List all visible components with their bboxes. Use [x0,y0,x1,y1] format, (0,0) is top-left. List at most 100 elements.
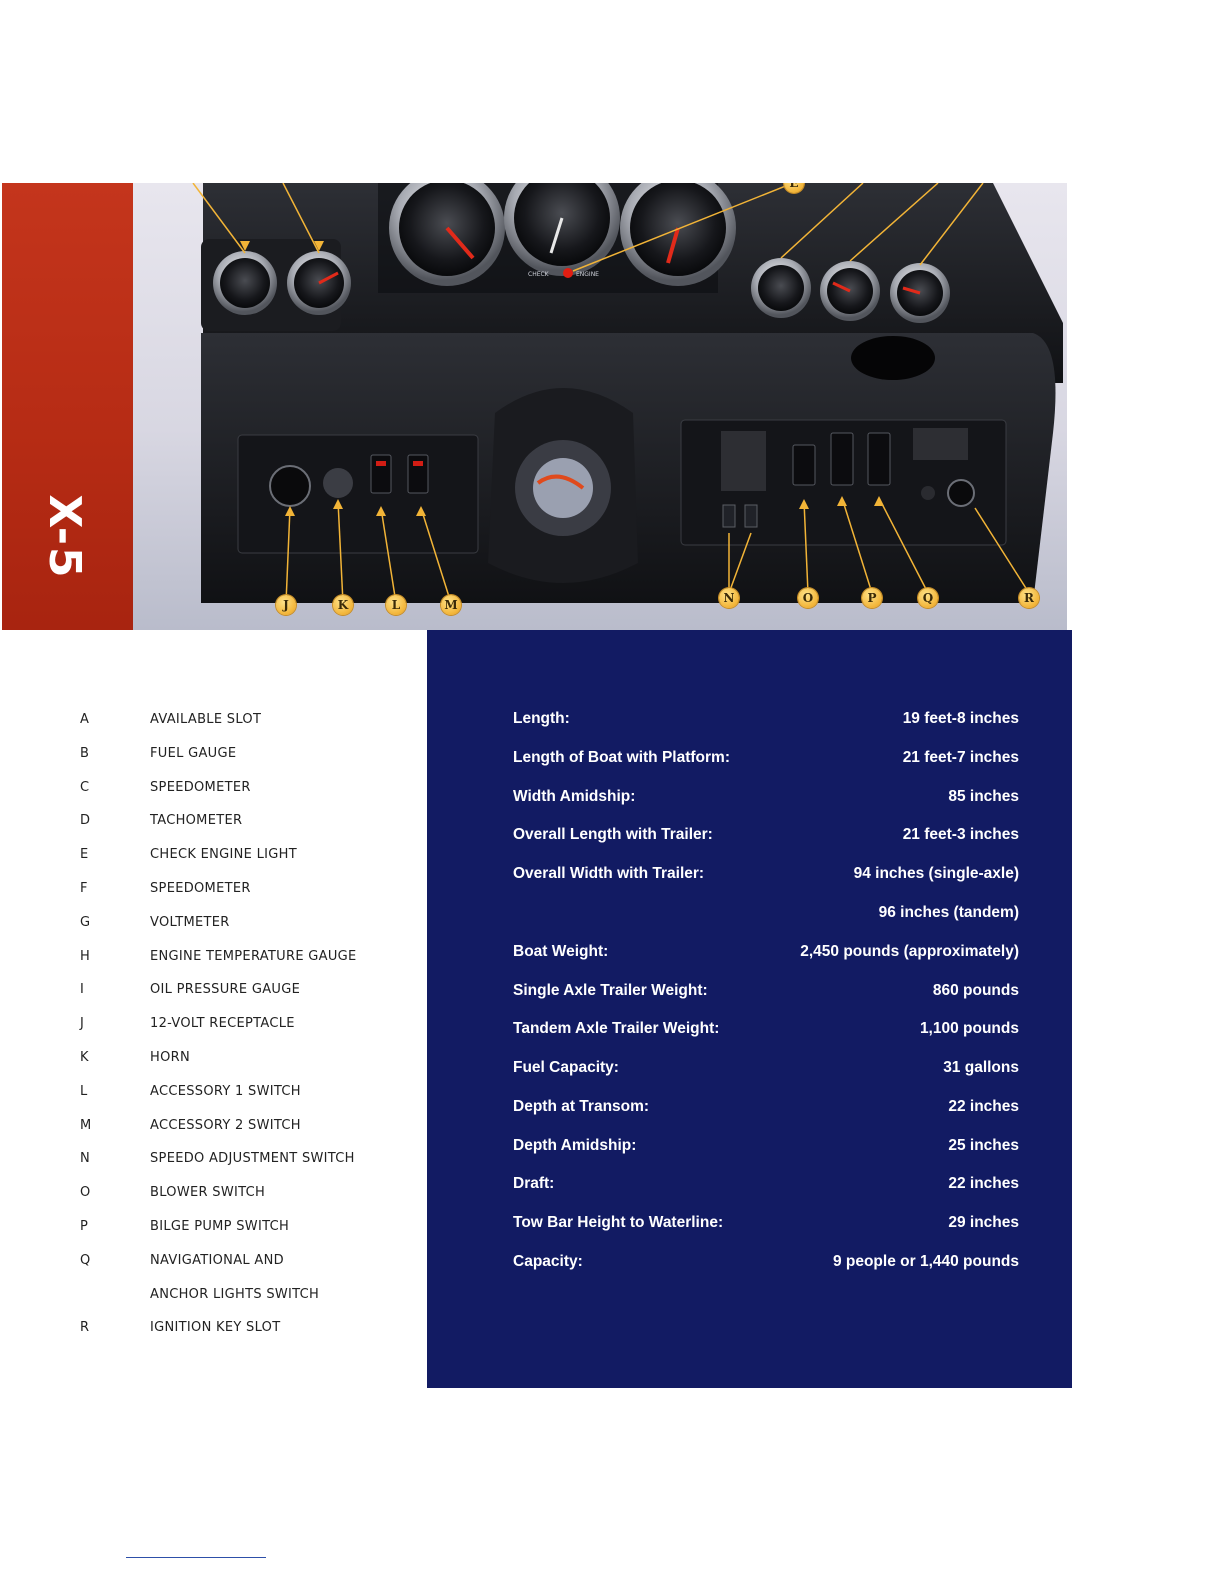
legend-row: L ACCESSORY 1 SWITCH [70,1080,420,1114]
spec-row: Depth at Transom: 22 inches [513,1098,1019,1128]
legend-letter: A [80,712,90,727]
legend-desc: OIL PRESSURE GAUGE [150,982,301,998]
legend-desc: TACHOMETER [150,813,243,829]
callout-arrowheads [240,241,884,516]
legend-row: J 12-VOLT RECEPTACLE [70,1012,420,1046]
legend-row: G VOLTMETER [70,911,420,945]
spec-label: Overall Length with Trailer: [513,826,713,843]
spec-row: Depth Amidship:25 inches [513,1137,1019,1167]
spec-value: 22 inches [948,1098,1019,1115]
legend-letter: I [80,982,85,998]
gauge-a [213,251,277,315]
legend-desc: FUEL GAUGE [150,745,237,761]
legend-desc: SPEEDO ADJUSTMENT SWITCH [150,1151,355,1167]
spec-row: Tow Bar Height to Waterline:29 inches [513,1214,1019,1244]
spec-row: Overall Width with Trailer: 94 inches (si… [513,865,1019,895]
spec-label: Depth at Transom: [513,1098,650,1115]
spec-value: 31 gallons [943,1059,1019,1076]
legend-row: M ACCESSORY 2 SWITCH [70,1114,420,1148]
legend-desc: 12-VOLT RECEPTACLE [150,1016,295,1032]
ignition-key-icon [947,479,975,507]
spec-row: Length of Boat with Platform:21 feet-7 i… [513,749,1019,779]
legend-row: A AVAILABLE SLOT [70,708,420,742]
spec-value: 2,450 pounds (approximately) [800,943,1019,960]
legend-desc: IGNITION KEY SLOT [150,1320,281,1336]
spec-value: 1,100 pounds [919,1020,1019,1037]
legend-letter: O [80,1185,91,1201]
legend-row: O BLOWER SWITCH [70,1181,420,1215]
engine-text: ENGINE [576,271,599,278]
callout-e: E [784,183,804,193]
callout-q: Q [918,588,938,608]
horn-button-icon [323,468,353,498]
legend-desc: VOLTMETER [150,914,230,930]
spec-label: Capacity: [513,1253,583,1270]
legend-desc: BILGE PUMP SWITCH [150,1218,290,1234]
legend-letter: L [80,1083,88,1099]
gauge-c [389,183,505,286]
legend-row: B FUEL GAUGE [70,742,420,776]
spec-label: Fuel Capacity: [513,1059,619,1076]
dashboard-photo: CHECK ENGINE [133,183,1067,630]
spec-label: Draft: [513,1175,555,1192]
legend-row: E CHECK ENGINE LIGHT [70,843,420,877]
legend-desc: AVAILABLE SLOT [150,712,262,727]
spec-value: 96 inches (tandem) [878,904,1019,921]
legend-letter: G [80,914,91,930]
legend-letter: R [80,1320,90,1336]
legend-desc: SPEEDOMETER [150,880,251,896]
legend-row: D TACHOMETER [70,809,420,843]
legend-desc: SPEEDOMETER [150,779,251,795]
footer-rule [126,1557,266,1558]
spec-label: Overall Width with Trailer: [513,865,705,882]
legend-letter: J [80,1016,85,1032]
legend-letter: E [80,847,89,863]
spec-row: Overall Length with Trailer: 21 feet-3 in… [513,826,1019,856]
spec-label: Tandem Axle Trailer Weight: [513,1020,720,1037]
spec-row: Single Axle Trailer Weight:860 pounds [513,982,1019,1012]
spec-value: 21 feet-3 inches [902,826,1019,843]
legend-desc: ACCESSORY 1 SWITCH [150,1083,301,1099]
legend-letter: M [80,1117,92,1133]
legend-desc: CHECK ENGINE LIGHT [150,847,297,863]
legend-desc: ACCESSORY 2 SWITCH [150,1117,301,1133]
callout-k: K [333,595,353,615]
spec-row: Tandem Axle Trailer Weight: 1,100 pounds [513,1020,1019,1050]
legend-desc: BLOWER SWITCH [150,1185,266,1201]
legend-letter: D [80,813,91,829]
legend-row: ANCHOR LIGHTS SWITCH [70,1283,420,1317]
legend-letter: Q [80,1252,91,1268]
gauge-d [504,183,620,276]
legend-letter: P [80,1218,89,1234]
spec-row: 96 inches (tandem) [513,904,1019,934]
gauge-h [820,261,880,321]
callout-p: P [862,588,882,608]
gauge-f [620,183,736,286]
gauge-b [287,251,351,315]
legend-letter: B [80,745,90,761]
spec-value: 860 pounds [932,982,1019,999]
callout-l: L [386,595,406,615]
spec-value: 25 inches [948,1137,1019,1154]
spec-row: Draft:22 inches [513,1175,1019,1205]
specifications-panel: Length:19 feet-8 inches Length of Boat w… [427,630,1072,1388]
legend-letter: C [80,779,90,795]
spec-label: Width Amidship: [513,788,636,805]
spec-row: Length:19 feet-8 inches [513,710,1019,740]
legend-row: P BILGE PUMP SWITCH [70,1215,420,1249]
callout-j: J [276,595,296,615]
legend-letter: F [80,880,88,896]
check-engine-light-icon [563,268,573,278]
spec-label: Length: [513,710,570,727]
spec-value: 94 inches (single-axle) [853,865,1019,882]
gauge-g [751,258,811,318]
spec-label: Boat Weight: [513,943,609,960]
callout-lines [192,183,1030,604]
legend-row: C SPEEDOMETER [70,776,420,810]
spec-label: Tow Bar Height to Waterline: [513,1214,724,1231]
callout-m: M [441,595,461,615]
callout-n: N [719,588,739,608]
spec-row: Fuel Capacity: 31 gallons [513,1059,1019,1089]
